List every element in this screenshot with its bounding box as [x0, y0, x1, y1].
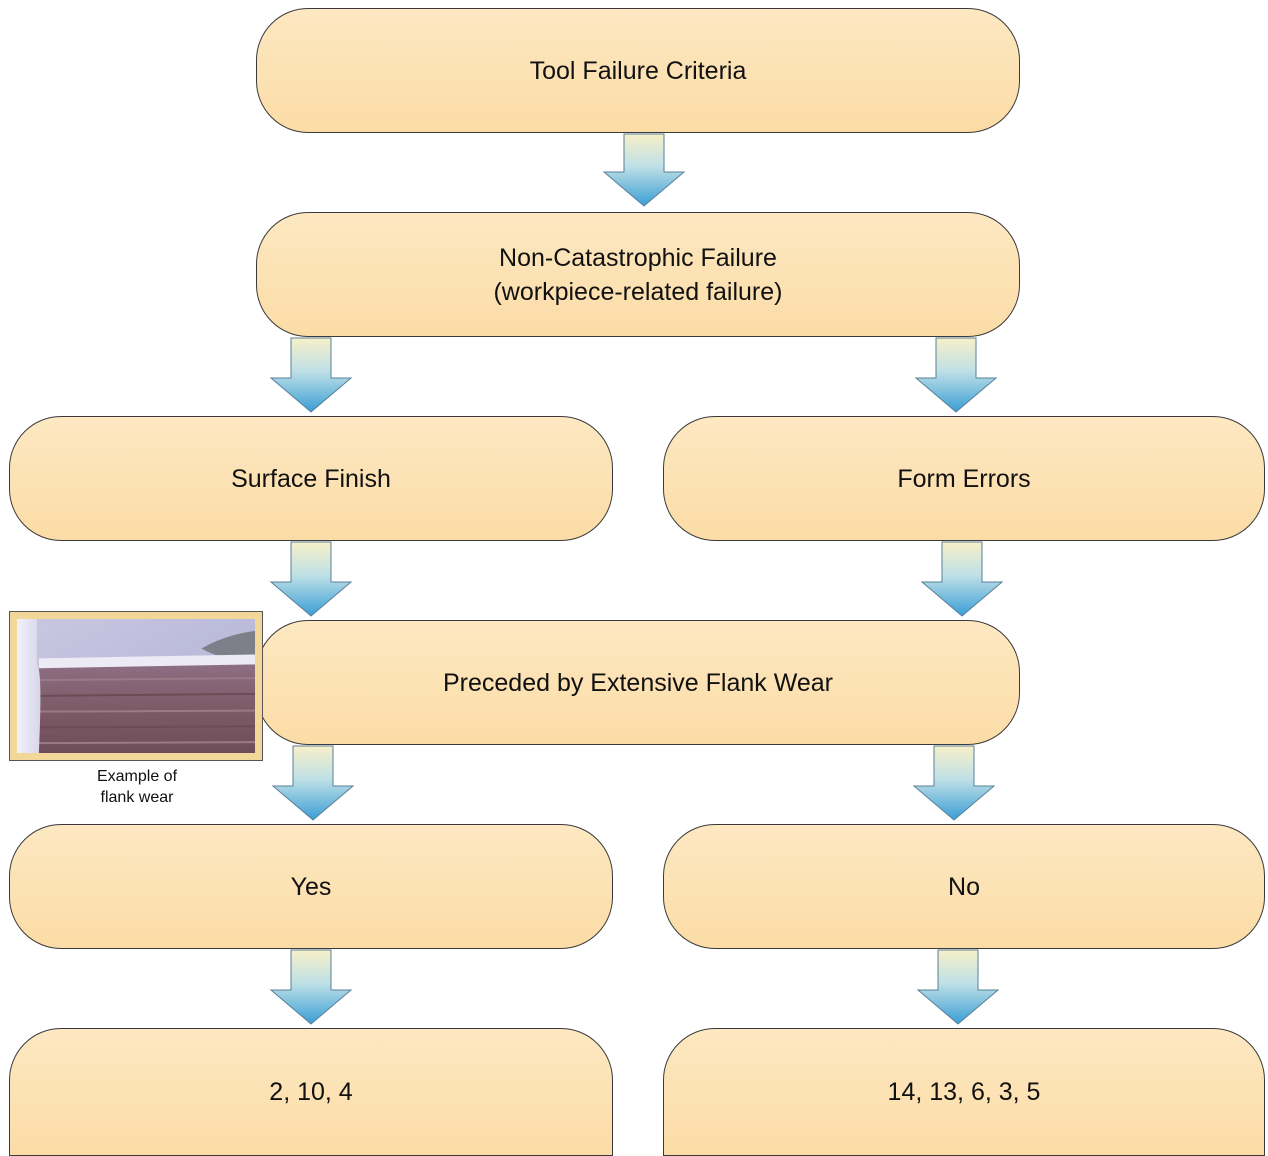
form-errors-node: Form Errors	[663, 416, 1265, 541]
yes-result-label: 2, 10, 4	[269, 1078, 353, 1106]
surface-finish-label: Surface Finish	[231, 464, 391, 493]
form-errors-label: Form Errors	[897, 464, 1031, 493]
tool-failure-criteria-label: Tool Failure Criteria	[529, 56, 747, 85]
arrow-form-errors-to-flank-wear	[920, 541, 1004, 617]
surface-finish-node: Surface Finish	[9, 416, 613, 541]
arrow-flank-wear-to-yes	[271, 745, 355, 821]
non-catastrophic-failure-label: Non-Catastrophic Failure (workpiece-rela…	[493, 243, 783, 306]
non-catastrophic-failure-node: Non-Catastrophic Failure (workpiece-rela…	[256, 212, 1020, 337]
flank-wear-caption: Example of flank wear	[96, 768, 178, 806]
arrow-noncatastrophic-to-surface-finish	[269, 337, 353, 413]
arrow-flank-wear-to-no	[912, 745, 996, 821]
no-result-node: 14, 13, 6, 3, 5	[663, 1028, 1265, 1156]
yes-node: Yes	[9, 824, 613, 949]
yes-result-node: 2, 10, 4	[9, 1028, 613, 1156]
no-result-label: 14, 13, 6, 3, 5	[887, 1078, 1041, 1106]
flank-wear-label: Preceded by Extensive Flank Wear	[442, 668, 833, 697]
no-node: No	[663, 824, 1265, 949]
flank-wear-node: Preceded by Extensive Flank Wear	[256, 620, 1020, 745]
arrow-noncatastrophic-to-form-errors	[914, 337, 998, 413]
no-label: No	[948, 872, 980, 901]
arrow-yes-to-yes-result	[269, 949, 353, 1025]
arrow-root-to-noncatastrophic	[602, 133, 686, 207]
arrow-no-to-no-result	[916, 949, 1000, 1025]
flank-wear-image	[17, 619, 255, 753]
arrow-surface-finish-to-flank-wear	[269, 541, 353, 617]
tool-failure-criteria-node: Tool Failure Criteria	[256, 8, 1020, 133]
yes-label: Yes	[290, 872, 332, 901]
flank-wear-photo	[9, 611, 263, 761]
